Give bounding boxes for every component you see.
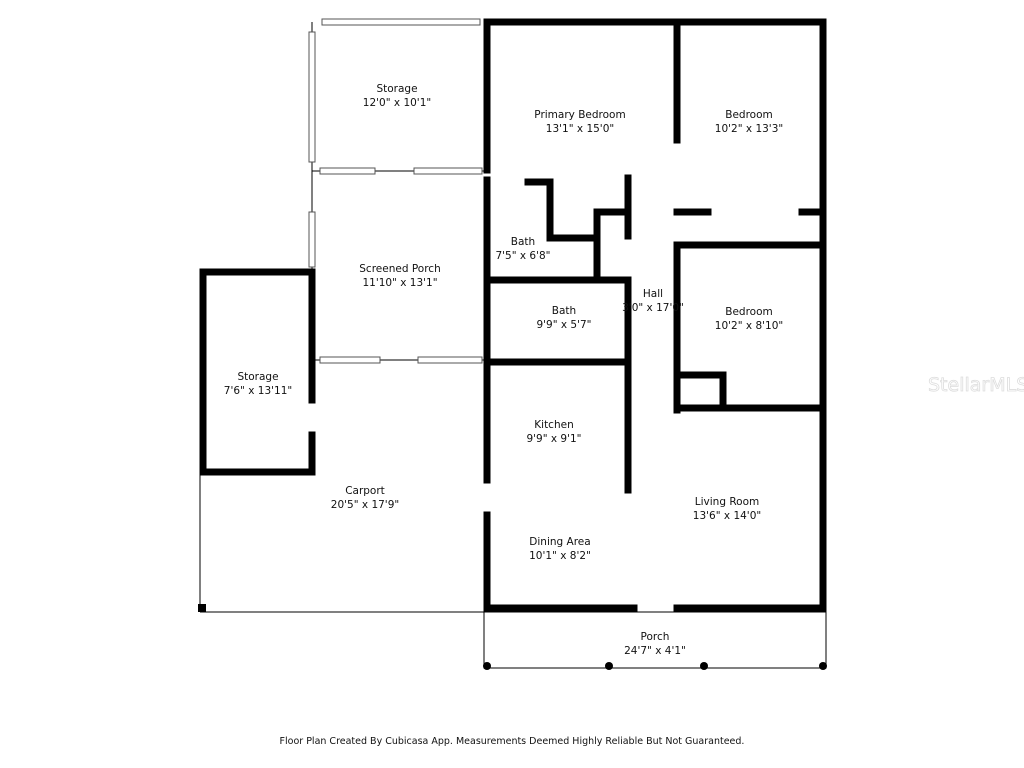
room-name: Storage (376, 83, 417, 95)
room-dims: 9'9" x 9'1" (526, 433, 581, 445)
room-name: Primary Bedroom (534, 109, 625, 121)
room-name: Bath (552, 305, 576, 317)
room-dims: 9'9" x 5'7" (536, 319, 591, 331)
room-name: Kitchen (534, 419, 573, 431)
room-dims: 13'1" x 15'0" (546, 123, 614, 135)
room-name: Storage (237, 371, 278, 383)
room-dims: 24'7" x 4'1" (624, 645, 686, 657)
watermark-logo: StellarMLS (928, 374, 1024, 396)
footer-disclaimer: Floor Plan Created By Cubicasa App. Meas… (279, 736, 745, 747)
room-dims: 10'2" x 13'3" (715, 123, 783, 135)
room-dims: 10'1" x 8'2" (529, 550, 591, 562)
room-dims: 20'5" x 17'9" (331, 499, 399, 511)
room-dims: 12'0" x 10'1" (363, 97, 431, 109)
room-dims: 7'6" x 13'11" (224, 385, 292, 397)
room-dims: 10'2" x 8'10" (715, 320, 783, 332)
room-name: Living Room (695, 496, 759, 508)
room-name: Dining Area (529, 536, 590, 548)
room-name: Screened Porch (359, 263, 440, 275)
room-name: Bedroom (725, 109, 773, 121)
room-name: Porch (641, 631, 670, 643)
room-dims: 3'0" x 17'0" (622, 302, 684, 314)
room-dims: 13'6" x 14'0" (693, 510, 761, 522)
room-name: Hall (643, 288, 663, 300)
room-dims: 11'10" x 13'1" (362, 277, 437, 289)
room-dims: 7'5" x 6'8" (495, 250, 550, 262)
room-name: Bath (511, 236, 535, 248)
porch-posts (483, 662, 827, 670)
room-name: Carport (345, 485, 385, 497)
room-name: Bedroom (725, 306, 773, 318)
room-labels: Storage 12'0" x 10'1" Primary Bedroom 13… (224, 83, 783, 657)
walls (198, 18, 827, 612)
